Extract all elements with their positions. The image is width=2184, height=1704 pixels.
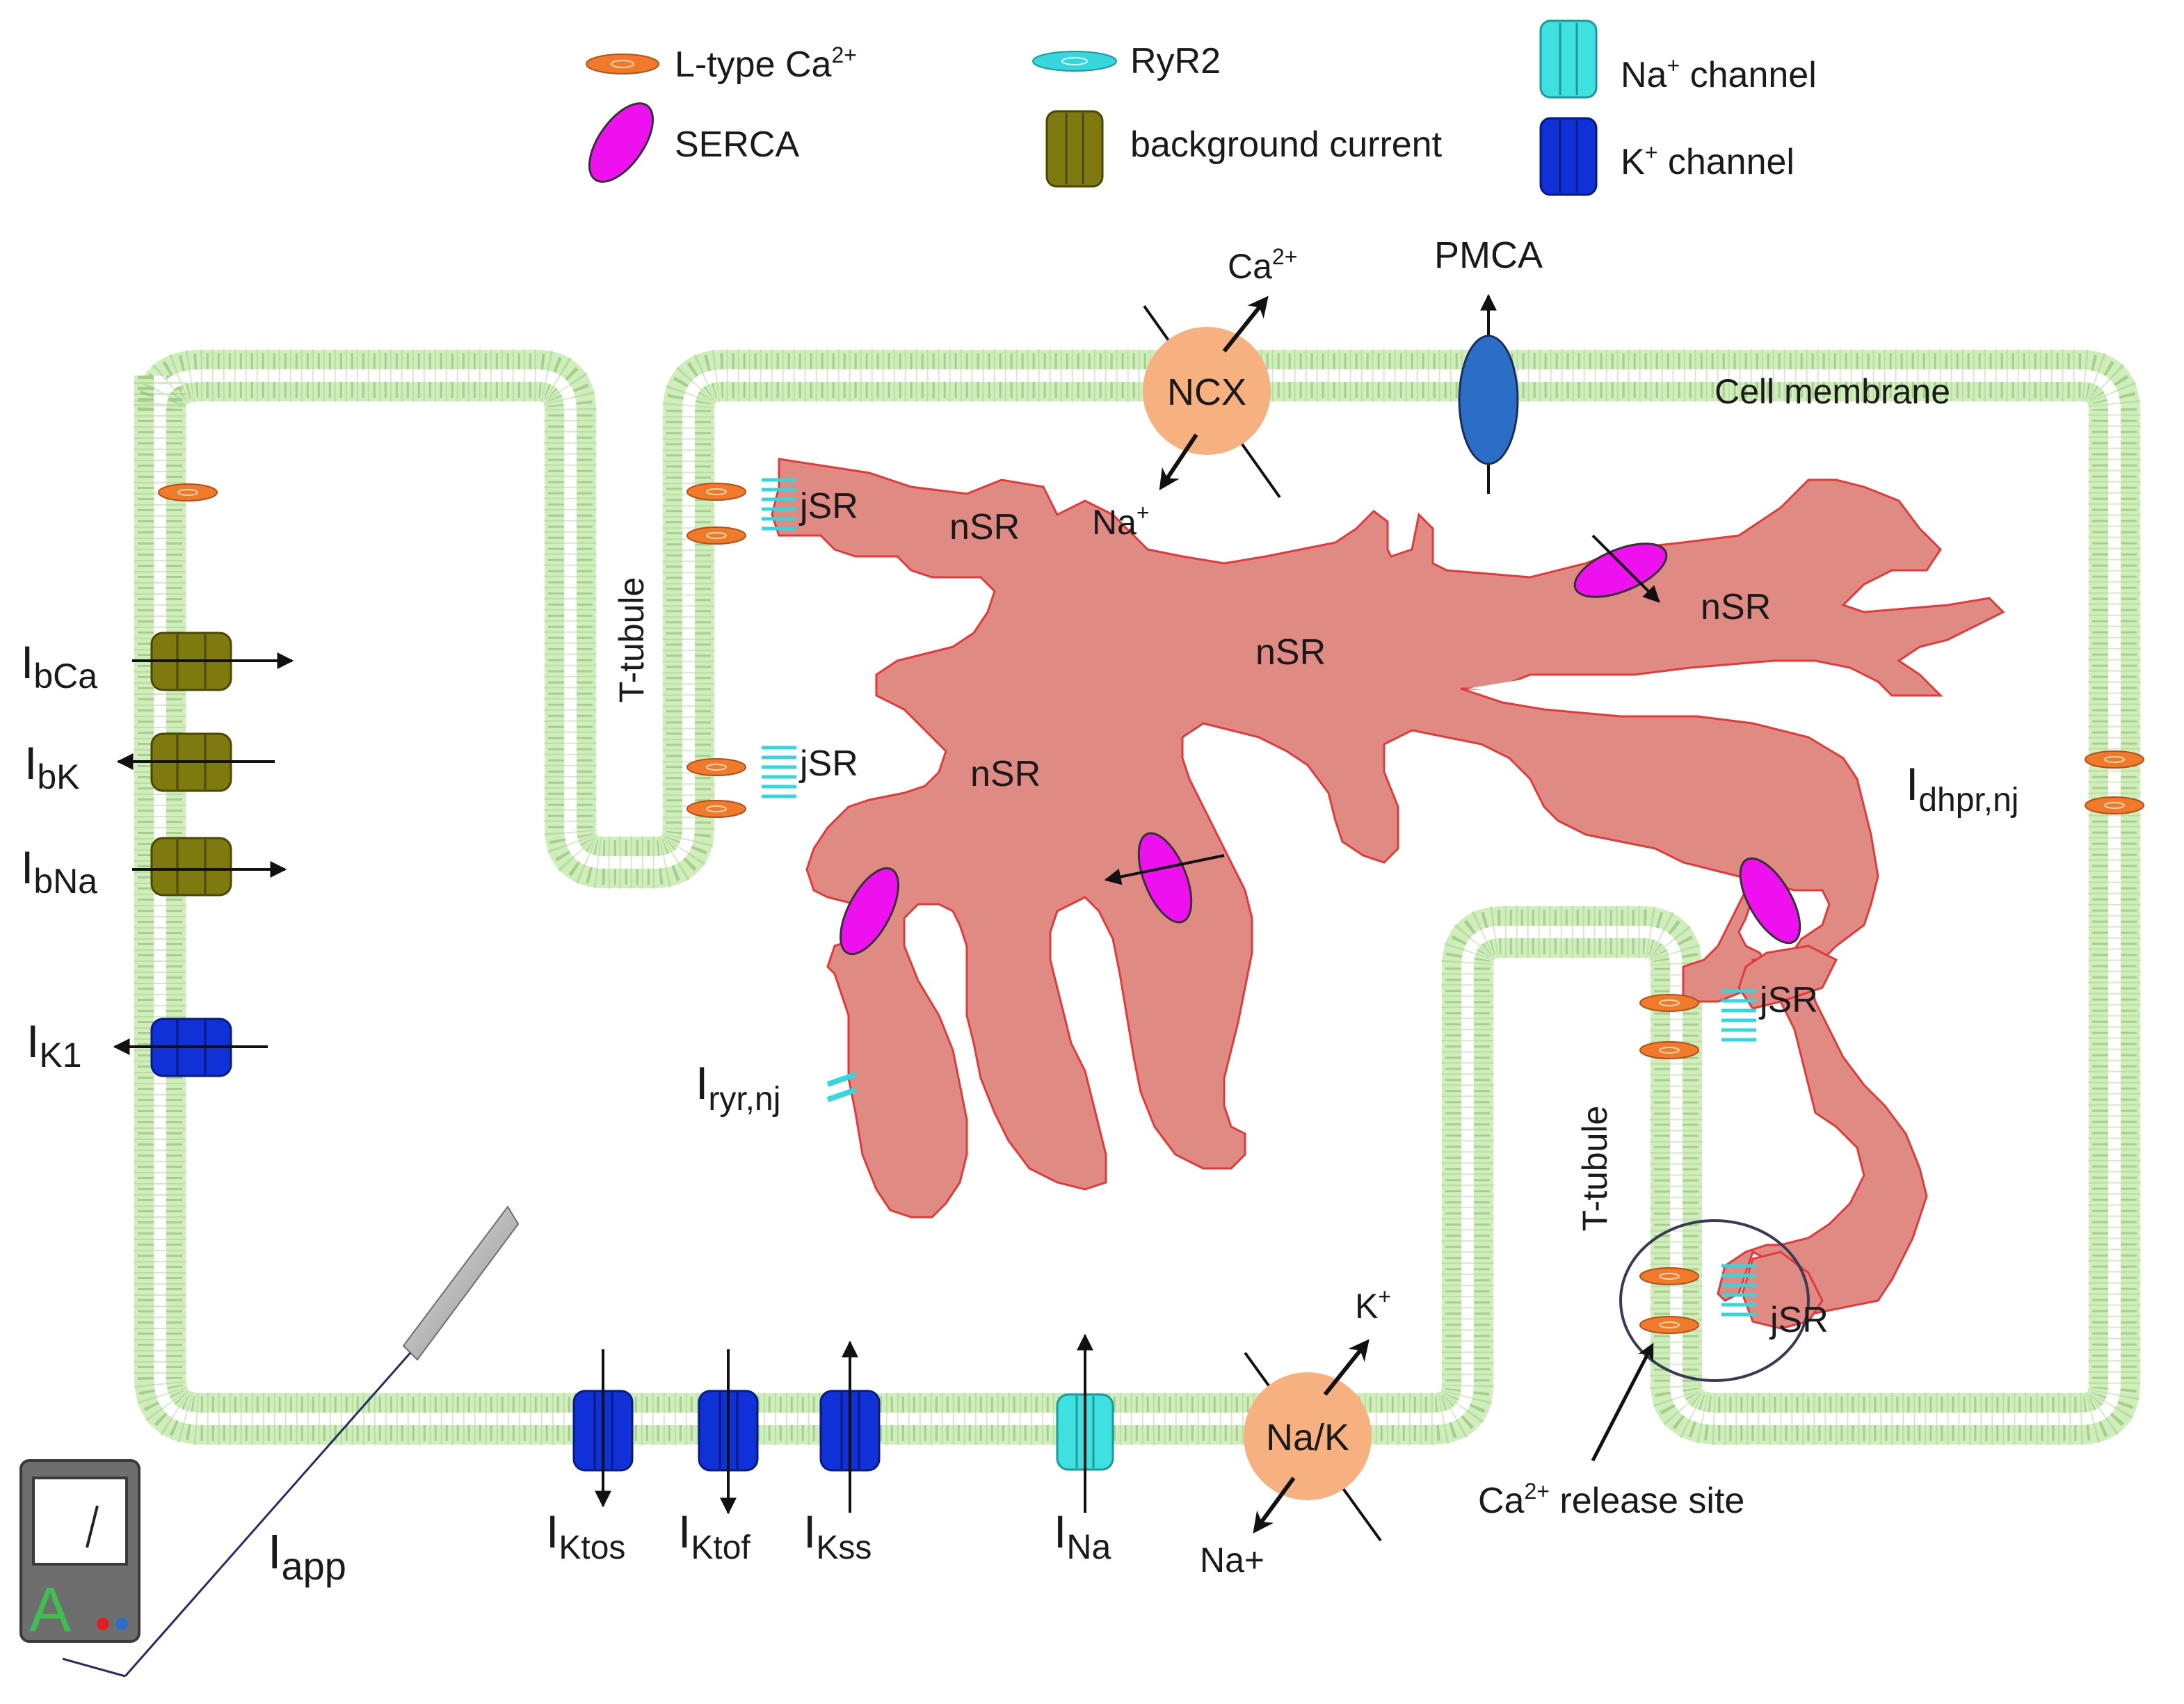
pmca-pump: PMCA (1434, 234, 1543, 494)
legend-item-background-current: background current (1045, 110, 1443, 188)
jsr-label: jSR (1769, 1300, 1829, 1340)
legend: L-type Ca2+ RyR2 Na+ channel SERCA backg… (586, 19, 1817, 196)
i-bna-label: IbNa (21, 842, 97, 901)
nsr-label: nSR (970, 754, 1041, 794)
nak-icon (1244, 1372, 1372, 1500)
nsr-label: nSR (1701, 587, 1771, 627)
legend-item-l-type: L-type Ca2+ (586, 42, 857, 85)
svg-text:background current: background current (1130, 124, 1443, 165)
i-na-label: INa (1054, 1506, 1111, 1566)
bottom-membrane-channels (572, 1333, 1114, 1515)
left-membrane-channels (113, 632, 294, 1077)
t-tubule-label-lower: T-tubule (1575, 1106, 1614, 1232)
svg-text:K+ channel: K+ channel (1621, 140, 1794, 182)
nak-label: Na/K (1266, 1417, 1349, 1458)
i-ryr-nj-label: Iryr,nj (696, 1057, 780, 1118)
i-ktos-label: IKtos (546, 1506, 625, 1566)
serca-icon (1137, 832, 1193, 924)
svg-text:RyR2: RyR2 (1130, 41, 1221, 81)
i-dhpr-nj-label: Idhpr,nj (1906, 758, 2018, 819)
ammeter-icon: A (19, 1459, 140, 1645)
ammeter-letter: A (29, 1575, 71, 1645)
serca-icon (1573, 542, 1668, 598)
ryr2-clusters (762, 478, 1756, 1317)
cell-membrane (134, 349, 2141, 1445)
bna-channel-icon (150, 837, 232, 897)
pmca-label: PMCA (1434, 234, 1543, 276)
l-type-channels (158, 483, 2144, 1334)
nsr-label: nSR (1255, 632, 1326, 673)
ncx-exchanger: NCX Ca2+ Na+ (1092, 244, 1297, 542)
i-k1-label: IK1 (26, 1015, 82, 1075)
jsr-label: jSR (1758, 980, 1818, 1020)
ryr2-icon (1032, 51, 1117, 72)
svg-text:L-type Ca2+: L-type Ca2+ (675, 42, 857, 85)
serca-pumps (840, 534, 1801, 956)
i-bca-label: IbCa (21, 636, 97, 696)
nak-na-label: Na+ (1200, 1541, 1264, 1580)
svg-text:Na+ channel: Na+ channel (1621, 53, 1817, 95)
legend-item-ryr2: RyR2 (1032, 41, 1221, 81)
cell-membrane-label: Cell membrane (1715, 372, 1950, 411)
ncx-na-label: Na+ (1092, 500, 1150, 542)
na-channel-icon (1539, 19, 1598, 99)
sarcoplasmic-reticulum (771, 458, 2005, 1316)
i-bk-label: IbK (24, 737, 80, 796)
i-ktof-label: IKtof (678, 1506, 750, 1566)
nsr-label: nSR (949, 507, 1020, 547)
ncx-label: NCX (1167, 371, 1246, 413)
i-kss-label: IKss (803, 1506, 872, 1566)
current-labels: IbCa IbK IbNa IK1 Iryr,nj Idhpr,nj Iapp … (21, 636, 2018, 1588)
serca-icon (1739, 857, 1801, 945)
ncx-icon (1143, 327, 1271, 455)
jsr-label: jSR (798, 744, 858, 784)
t-tubule-label-upper: T-tubule (612, 577, 651, 703)
structure-labels: Cell membrane T-tubule T-tubule jSR jSR … (612, 372, 1950, 1340)
i-app-label: Iapp (268, 1525, 346, 1588)
l-type-ca-icon (586, 54, 659, 74)
nak-pump: Na/K K+ Na+ (1200, 1284, 1391, 1580)
ncx-ca-label: Ca2+ (1228, 244, 1297, 286)
k-channel-icon (1539, 117, 1598, 196)
pmca-icon (1458, 335, 1519, 465)
background-current-icon (1045, 110, 1104, 188)
nak-k-label: K+ (1355, 1284, 1391, 1326)
serca-icon (588, 102, 655, 183)
legend-item-na-channel: Na+ channel (1539, 19, 1817, 99)
patch-electrode (62, 1205, 520, 1678)
legend-item-k-channel: K+ channel (1539, 117, 1794, 196)
release-site-label: Ca2+ release site (1478, 1479, 1744, 1521)
ca-release-site: Ca2+ release site (1478, 1219, 1810, 1521)
svg-text:SERCA: SERCA (675, 124, 799, 165)
serca-icon (840, 867, 899, 956)
legend-item-serca: SERCA (588, 102, 799, 183)
jsr-label: jSR (798, 486, 858, 527)
